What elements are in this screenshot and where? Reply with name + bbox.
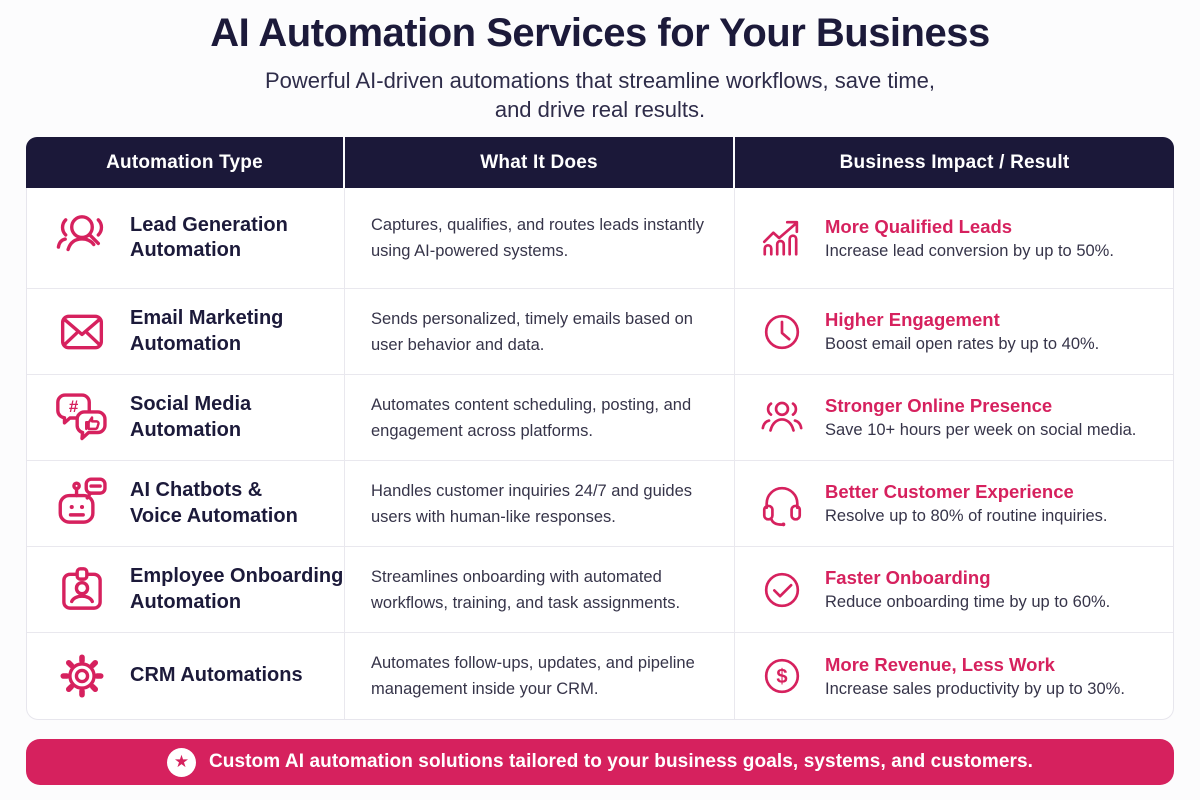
subtitle-line-2: and drive real results. — [494, 97, 706, 123]
page-subtitle: Powerful AI-driven automations that stre… — [0, 66, 1200, 124]
what-it-does-text: Automates follow-ups, updates, and pipel… — [371, 654, 695, 699]
impact-title: Better Customer Experience — [825, 481, 1074, 503]
footer-banner-text: Custom AI automation solutions tailored … — [208, 751, 1034, 773]
clock-icon — [759, 309, 805, 355]
what-it-does-text: Sends personalized, timely emails based … — [371, 309, 693, 354]
impact-description: Increase lead conversion by up to 50%. — [825, 241, 1114, 260]
impact-description: Resolve up to 80% of routine inquiries. — [825, 507, 1108, 526]
impact-title: Higher Engagement — [825, 309, 1000, 331]
impact-description: Reduce onboarding time by up to 60%. — [825, 593, 1111, 612]
gear-icon — [53, 647, 111, 705]
automation-type-label: Email Marketing Automation — [130, 307, 284, 355]
what-it-does-text: Automates content scheduling, posting, a… — [371, 395, 692, 440]
svg-text:$: $ — [776, 666, 787, 688]
col-header-automation-type: Automation Type — [106, 151, 263, 173]
subtitle-line-1: Powerful AI-driven automations that stre… — [264, 68, 936, 93]
impact-block: More Revenue, Less Work Increase sales p… — [825, 654, 1125, 699]
automation-type-label: AI Chatbots & Voice Automation — [130, 479, 298, 527]
what-it-does-text: Captures, qualifies, and routes leads in… — [371, 216, 704, 261]
impact-block: Better Customer Experience Resolve up to… — [825, 481, 1108, 526]
impact-block: More Qualified Leads Increase lead conve… — [825, 216, 1114, 261]
table-row: CRM Automations Automates follow-ups, up… — [27, 633, 1173, 720]
automation-type-label: CRM Automations — [130, 664, 303, 687]
what-it-does-text: Handles customer inquiries 24/7 and guid… — [371, 481, 693, 526]
impact-description: Increase sales productivity by up to 30%… — [825, 679, 1125, 698]
impact-description: Boost email open rates by up to 40%. — [825, 335, 1100, 354]
robot-icon — [53, 475, 111, 533]
envelope-icon — [53, 303, 111, 361]
chat-bubbles-icon: # — [53, 389, 111, 447]
impact-title: Faster Onboarding — [825, 567, 991, 589]
automation-type-label: Lead Generation Automation — [130, 213, 288, 262]
services-table: Automation Type What It Does Business Im… — [26, 137, 1174, 721]
growth-chart-icon — [759, 215, 805, 261]
dollar-circle-icon: $ — [759, 653, 805, 699]
table-row: Employee Onboarding Automation Streamlin… — [27, 547, 1173, 634]
table-row: Email Marketing Automation Sends persona… — [27, 289, 1173, 376]
table-header-row: Automation Type What It Does Business Im… — [26, 137, 1174, 189]
table-row: Lead Generation Automation Captures, qua… — [27, 188, 1173, 290]
headset-icon — [759, 481, 805, 527]
automation-type-label: Employee Onboarding Automation — [130, 565, 344, 613]
table-row: AI Chatbots & Voice Automation Handles c… — [27, 461, 1173, 548]
what-it-does-text: Streamlines onboarding with automated wo… — [371, 567, 681, 612]
star-icon: ★ — [166, 747, 196, 777]
check-circle-icon — [759, 567, 805, 613]
col-header-business-impact: Business Impact / Result — [733, 137, 1174, 189]
impact-block: Higher Engagement Boost email open rates… — [825, 309, 1099, 354]
people-group-icon — [759, 395, 805, 441]
impact-title: More Qualified Leads — [825, 215, 1013, 237]
table-row: # Social Media Automation Automates cont… — [27, 375, 1173, 462]
id-badge-icon — [53, 561, 111, 619]
impact-description: Save 10+ hours per week on social media. — [825, 421, 1137, 440]
table-body: Lead Generation Automation Captures, qua… — [26, 188, 1174, 721]
impact-title: More Revenue, Less Work — [825, 653, 1055, 675]
col-header-what-it-does: What It Does — [343, 137, 733, 189]
impact-title: Stronger Online Presence — [825, 395, 1053, 417]
impact-block: Faster Onboarding Reduce onboarding time… — [825, 567, 1110, 612]
automation-type-label: Social Media Automation — [130, 393, 252, 441]
person-search-icon — [53, 209, 111, 267]
impact-block: Stronger Online Presence Save 10+ hours … — [825, 395, 1136, 440]
page-title: AI Automation Services for Your Business — [210, 11, 990, 55]
svg-text:#: # — [69, 397, 79, 416]
footer-banner: ★ Custom AI automation solutions tailore… — [26, 739, 1174, 786]
